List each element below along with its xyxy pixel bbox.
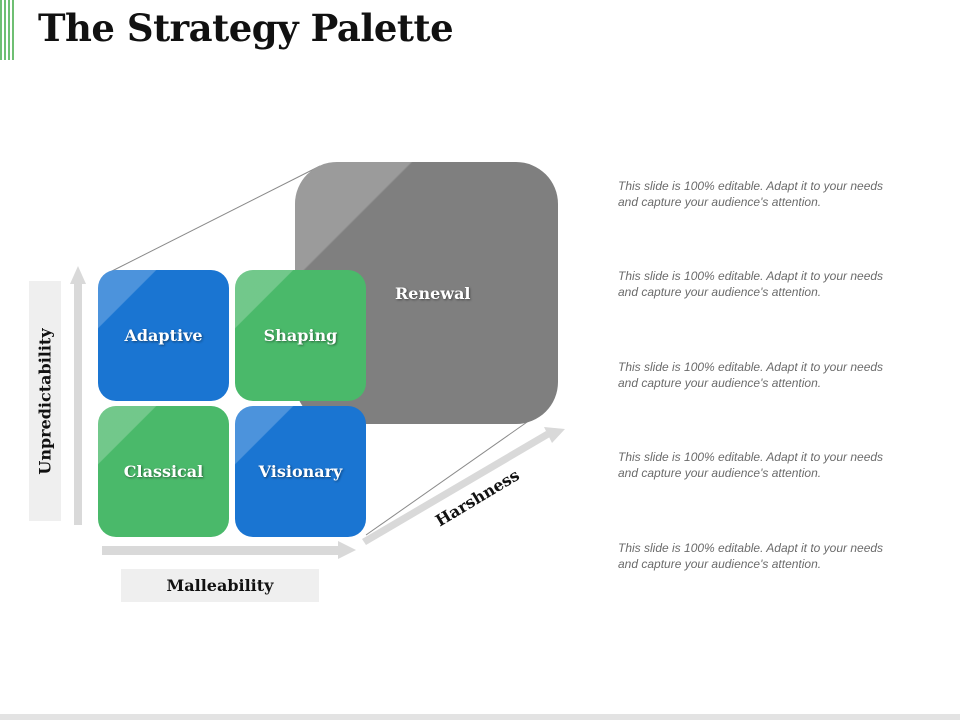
note-line: This slide is 100% editable. Adapt it to… bbox=[618, 179, 884, 193]
x-axis-label-box: Malleability bbox=[121, 569, 319, 602]
x-axis-arrow-shaft bbox=[102, 546, 340, 555]
note-line: This slide is 100% editable. Adapt it to… bbox=[618, 450, 884, 464]
tile-adaptive: Adaptive bbox=[98, 270, 229, 401]
tile-visionary: Visionary bbox=[235, 406, 366, 537]
y-axis-label: Unpredictability bbox=[35, 327, 55, 475]
tile-shine bbox=[235, 270, 366, 401]
tile-classical-label: Classical bbox=[123, 462, 204, 481]
y-axis-arrow-head bbox=[70, 266, 86, 284]
tile-shaping: Shaping bbox=[235, 270, 366, 401]
note-line: and capture your audience's attention. bbox=[618, 466, 822, 480]
note-line: and capture your audience's attention. bbox=[618, 285, 822, 299]
x-axis-label: Malleability bbox=[166, 576, 274, 595]
tile-visionary-label: Visionary bbox=[258, 462, 343, 481]
x-axis-arrow-head bbox=[338, 541, 356, 559]
tile-shine bbox=[235, 406, 366, 537]
connector-line-top-left bbox=[109, 165, 321, 273]
note-line: This slide is 100% editable. Adapt it to… bbox=[618, 541, 884, 555]
note-line: and capture your audience's attention. bbox=[618, 195, 822, 209]
accent-stripe bbox=[0, 0, 16, 60]
tile-shine bbox=[98, 406, 229, 537]
note-item: This slide is 100% editable. Adapt it to… bbox=[618, 268, 918, 300]
footer-divider bbox=[0, 714, 960, 720]
note-item: This slide is 100% editable. Adapt it to… bbox=[618, 449, 918, 481]
tile-adaptive-label: Adaptive bbox=[124, 326, 203, 345]
z-axis-arrow-shaft bbox=[362, 431, 550, 545]
note-line: and capture your audience's attention. bbox=[618, 557, 822, 571]
tile-classical: Classical bbox=[98, 406, 229, 537]
note-line: This slide is 100% editable. Adapt it to… bbox=[618, 360, 884, 374]
tile-renewal-label: Renewal bbox=[395, 284, 471, 303]
z-axis-arrow-head bbox=[544, 427, 565, 443]
note-item: This slide is 100% editable. Adapt it to… bbox=[618, 540, 918, 572]
slide-title: The Strategy Palette bbox=[38, 6, 454, 50]
y-axis-arrow-shaft bbox=[74, 282, 82, 525]
note-item: This slide is 100% editable. Adapt it to… bbox=[618, 178, 918, 210]
note-line: and capture your audience's attention. bbox=[618, 376, 822, 390]
tile-shaping-label: Shaping bbox=[263, 326, 338, 345]
note-line: This slide is 100% editable. Adapt it to… bbox=[618, 269, 884, 283]
tile-shine bbox=[98, 270, 229, 401]
y-axis-label-box: Unpredictability bbox=[29, 281, 61, 521]
connector-line-bottom-right bbox=[365, 419, 531, 536]
note-item: This slide is 100% editable. Adapt it to… bbox=[618, 359, 918, 391]
